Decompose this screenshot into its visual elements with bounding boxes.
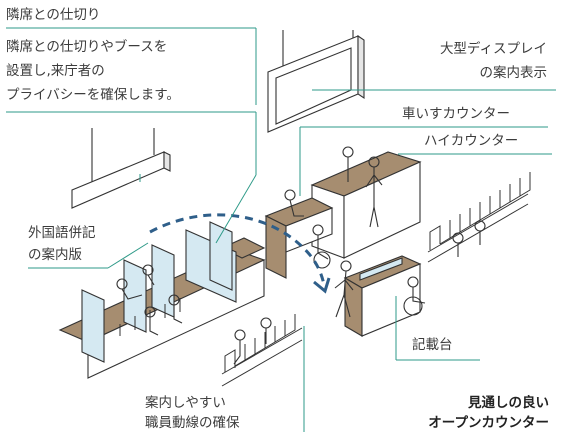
people	[116, 146, 486, 365]
writing-desk	[343, 255, 422, 337]
large-display	[267, 34, 365, 133]
open-counter-label-line1: 見通しの良い	[468, 395, 549, 411]
leader-lines	[6, 27, 556, 432]
foreign-sign-label-line1: 外国語併記	[28, 225, 96, 241]
partition-desc-line1: 隣席との仕切りやブースを	[6, 39, 168, 55]
display-label-line2: の案内表示	[479, 65, 548, 81]
wheelchair-counter	[264, 197, 334, 279]
waiting-chairs	[119, 172, 531, 387]
partition-title: 隣席との仕切り	[6, 7, 101, 23]
staff-route-label-line1: 案内しやすい	[145, 395, 226, 411]
writing-desk-label: 記載台	[412, 337, 453, 353]
partition-desc-line2: 設置し,来庁者の	[6, 63, 105, 79]
staff-route-arrowhead	[313, 277, 331, 294]
open-counter-label-line2: オープンカウンター	[428, 415, 549, 431]
partition-desc-line3: プライバシーを確保します。	[6, 87, 180, 103]
hanging-sign	[71, 151, 171, 209]
display-label-line1: 大型ディスプレイ	[439, 41, 547, 57]
booth-partitions	[81, 221, 237, 363]
high-counter-label: ハイカウンター	[424, 133, 519, 149]
staff-route-label-line2: 職員動線の確保	[145, 415, 240, 431]
high-counter	[310, 151, 422, 259]
foreign-sign-label-line2: の案内版	[28, 247, 82, 263]
wheelchair-counter-label: 車いすカウンター	[402, 106, 510, 122]
